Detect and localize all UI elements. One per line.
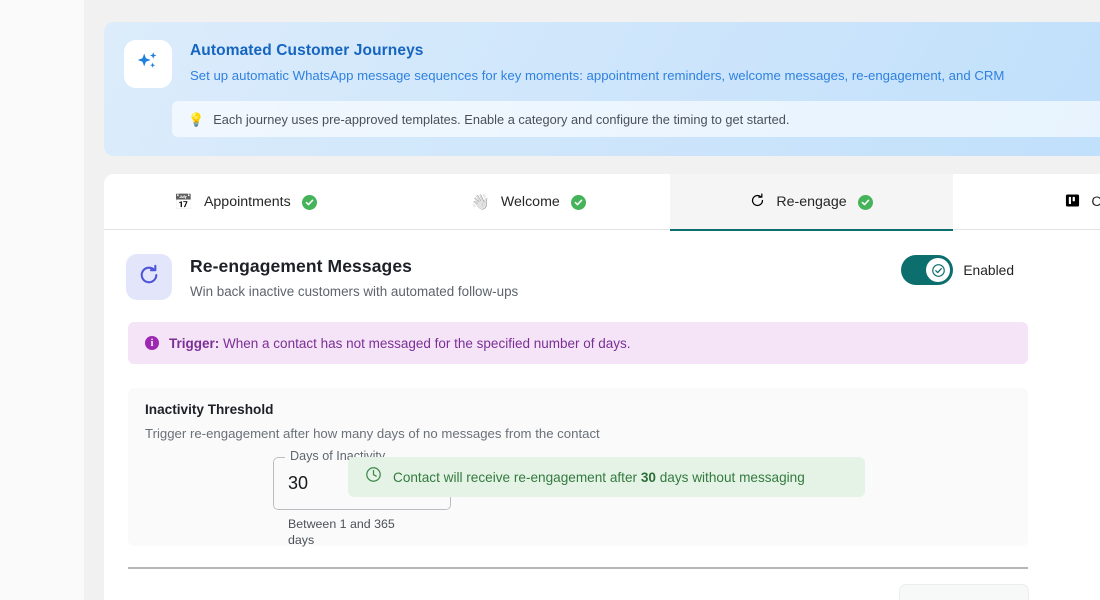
- check-icon: [932, 263, 945, 277]
- tab-re-engage[interactable]: Re-engage: [670, 174, 953, 231]
- enable-toggle-label: Enabled: [963, 262, 1014, 278]
- banner-subtitle: Set up automatic WhatsApp message sequen…: [190, 68, 1005, 83]
- footer-action-button[interactable]: [899, 584, 1029, 600]
- trigger-label: Trigger:: [169, 335, 220, 351]
- kanban-icon: [1065, 193, 1080, 211]
- threshold-summary-banner: Contact will receive re-engagement after…: [348, 457, 865, 497]
- section-refresh-badge: [126, 254, 172, 300]
- tab-appointments-enabled-badge: [301, 194, 317, 210]
- threshold-title: Inactivity Threshold: [145, 402, 274, 417]
- clock-icon: [365, 466, 382, 488]
- info-icon: i: [145, 336, 159, 350]
- tab-appointments[interactable]: 📅 Appointments: [104, 174, 387, 230]
- automated-journeys-banner: Automated Customer Journeys Set up autom…: [104, 22, 1100, 156]
- lightbulb-icon: 💡: [188, 111, 205, 127]
- banner-title: Automated Customer Journeys: [190, 42, 424, 59]
- tab-crm[interactable]: CRM: [953, 174, 1100, 230]
- trigger-banner: i Trigger: When a contact has not messag…: [128, 322, 1028, 364]
- threshold-description: Trigger re-engagement after how many day…: [145, 426, 600, 441]
- refresh-icon: [750, 193, 765, 211]
- section-divider: [128, 567, 1028, 569]
- trigger-text: Trigger: When a contact has not messaged…: [169, 336, 631, 351]
- banner-tip-text: Each journey uses pre-approved templates…: [213, 111, 790, 127]
- tab-crm-label: CRM: [1091, 194, 1100, 210]
- page-left-gutter: [0, 0, 84, 600]
- banner-tip: 💡 Each journey uses pre-approved templat…: [172, 101, 1100, 137]
- days-of-inactivity-helper: Between 1 and 365 days: [288, 517, 395, 547]
- tab-re-engage-enabled-badge: [857, 194, 873, 210]
- tab-re-engage-label: Re-engage: [776, 194, 847, 210]
- tab-welcome-label: Welcome: [500, 194, 560, 210]
- journey-tabs: 📅 Appointments 👋 Welcome: [104, 174, 1100, 231]
- waving-hand-icon: 👋: [471, 193, 490, 211]
- field-label-notch: [285, 456, 407, 459]
- summary-prefix: Contact will receive re-engagement after: [393, 469, 641, 485]
- sparkles-icon: [135, 49, 161, 80]
- calendar-icon: 📅: [174, 193, 193, 211]
- tab-welcome-enabled-badge: [570, 194, 586, 210]
- summary-suffix: days without messaging: [655, 469, 805, 485]
- page-subtitle: Win back inactive customers with automat…: [190, 283, 519, 299]
- refresh-icon: [138, 264, 160, 291]
- trigger-description: When a contact has not messaged for the …: [223, 335, 631, 351]
- sparkles-badge: [124, 40, 172, 88]
- threshold-summary-text: Contact will receive re-engagement after…: [393, 470, 805, 485]
- page-title: Re-engagement Messages: [190, 255, 413, 276]
- field-underline: [287, 509, 391, 510]
- enable-toggle[interactable]: [901, 255, 954, 285]
- summary-days: 30: [640, 469, 656, 485]
- section-header: Re-engagement Messages Win back inactive…: [104, 230, 1100, 300]
- toggle-knob: [926, 258, 951, 282]
- tab-welcome[interactable]: 👋 Welcome: [387, 174, 670, 230]
- tab-appointments-label: Appointments: [203, 194, 291, 210]
- enable-toggle-group[interactable]: Enabled: [901, 255, 1014, 285]
